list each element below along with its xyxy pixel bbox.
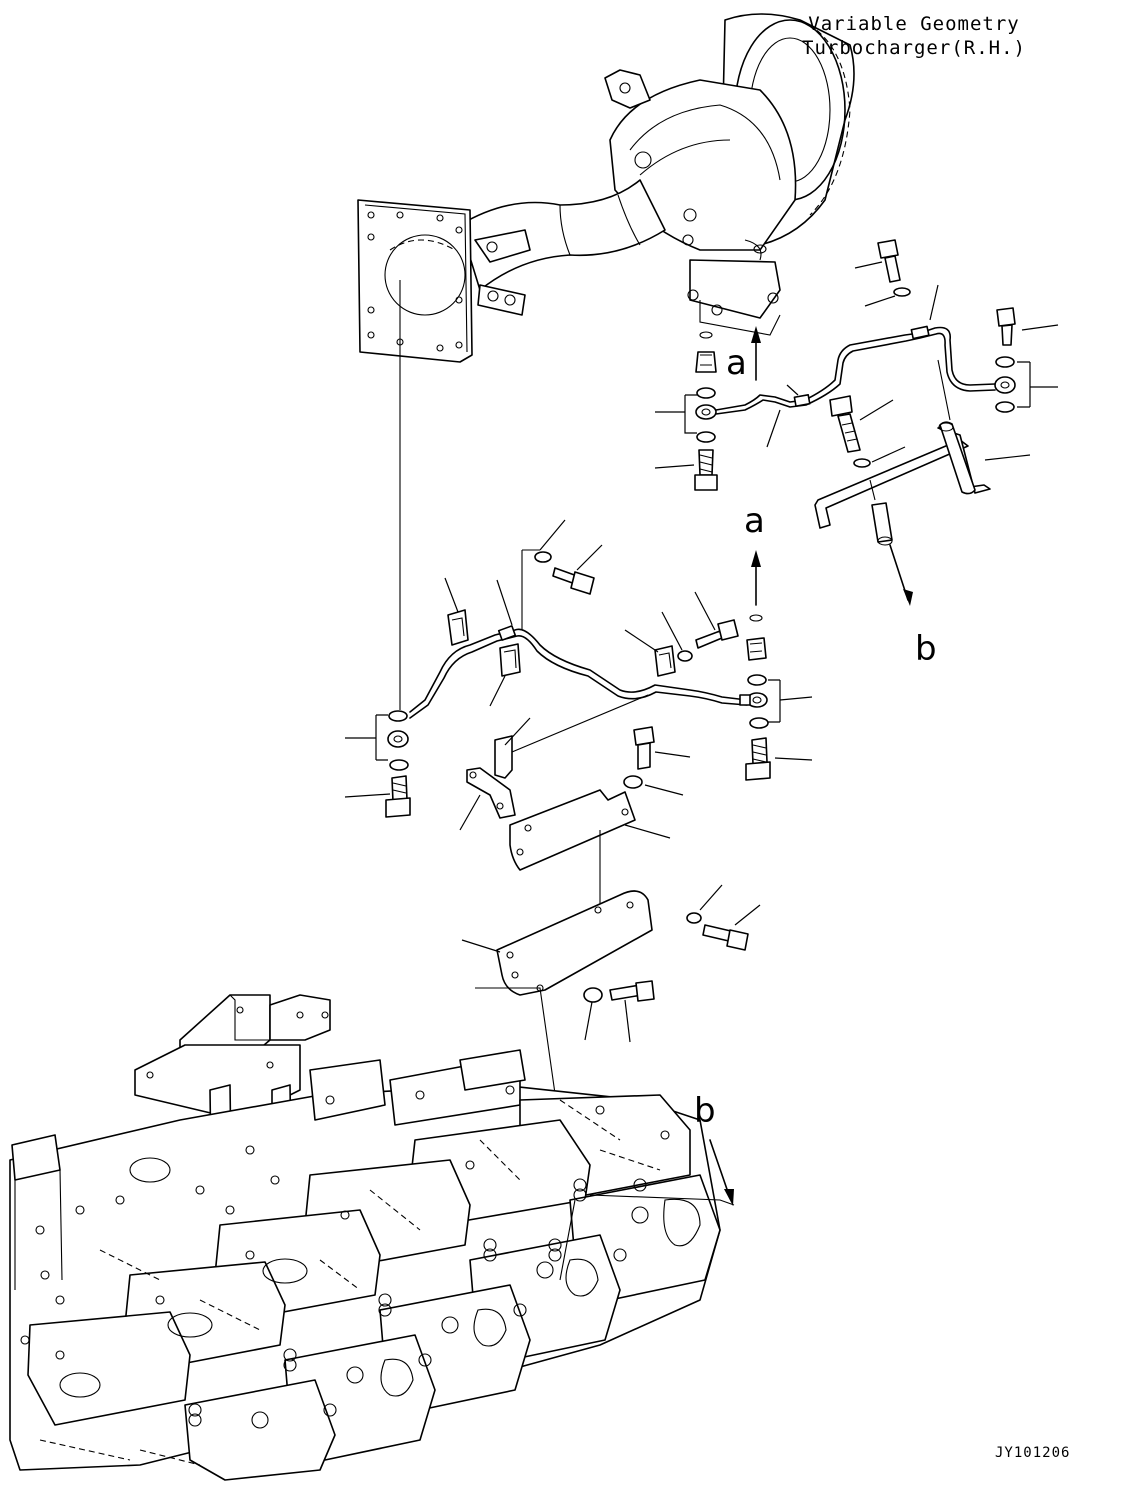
lower-oil-tube-assembly [344,519,813,1341]
view-ref-b-lower: b [694,1091,716,1131]
turbocharger-title: Variable Geometry Turbocharger(R.H.) [800,12,1028,60]
engine-block [9,994,735,1481]
drawing-code: JY101206 [995,1445,1071,1461]
turbocharger-title-line2: Turbocharger(R.H.) [802,37,1026,59]
view-ref-b-right: b [915,629,937,669]
view-ref-a-lower: a [744,501,765,541]
turbocharger [357,13,855,363]
view-ref-a-upper: a [726,343,747,383]
turbocharger-title-line1: Variable Geometry [808,13,1020,35]
upper-oil-tube-assembly [654,239,1059,606]
